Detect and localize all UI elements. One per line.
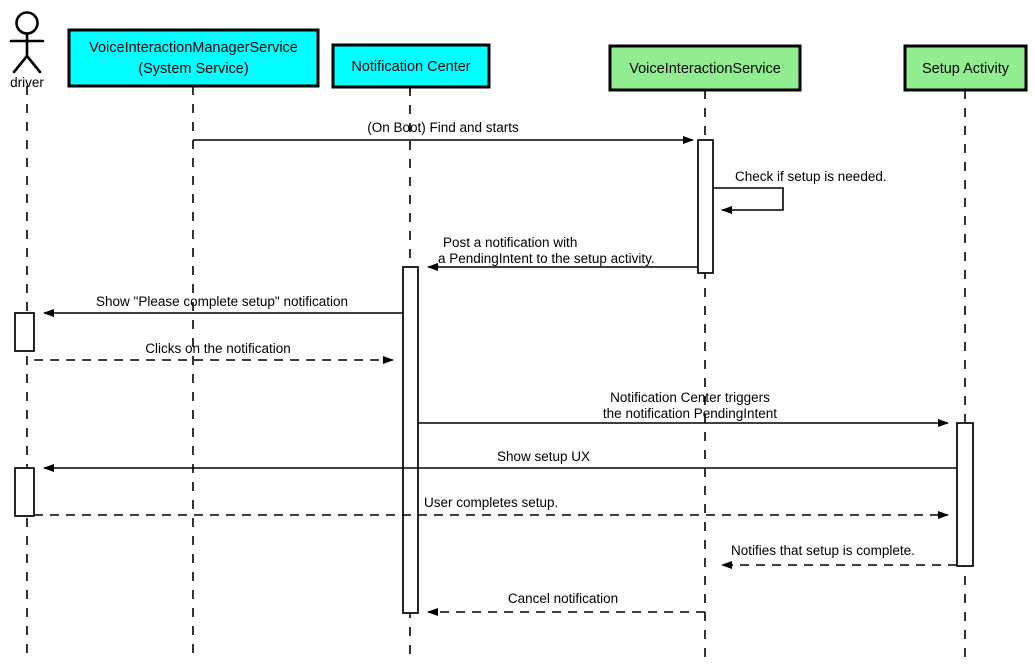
participant-vims-label-line2: (System Service) bbox=[138, 61, 248, 77]
activation-setup-activity bbox=[956, 422, 974, 567]
message-on-boot-find-and-starts[interactable]: (On Boot) Find and starts bbox=[193, 120, 694, 144]
message-post-a-notification-label-line1: Post a notification with bbox=[443, 235, 577, 250]
message-show-setup-ux[interactable]: Show setup UX bbox=[43, 449, 957, 472]
activation-notification-center bbox=[402, 266, 419, 614]
message-notification-center-triggers-label-line2: the notification PendingIntent bbox=[603, 406, 777, 421]
message-show-please-complete-setup-notification[interactable]: Show "Please complete setup" notificatio… bbox=[43, 294, 403, 317]
participant-voiceinteractionservice-box[interactable] bbox=[608, 44, 802, 92]
message-user-completes-setup[interactable]: User completes setup. bbox=[34, 495, 949, 519]
actor-leg-left-icon bbox=[12, 54, 29, 74]
participant-notification-center-label: Notification Center bbox=[351, 59, 470, 75]
activation-driver-2 bbox=[14, 467, 35, 517]
participant-notification-center-box[interactable] bbox=[331, 43, 491, 89]
message-notifies-that-setup-is-complete-label: Notifies that setup is complete. bbox=[731, 543, 915, 558]
participant-notification-center[interactable]: Notification Center bbox=[331, 43, 491, 89]
participant-voiceinteractionservice-label: VoiceInteractionService bbox=[629, 61, 781, 77]
message-check-if-setup-is-needed[interactable]: Check if setup is needed. bbox=[713, 169, 887, 214]
message-notification-center-triggers[interactable]: Notification Center triggers the notific… bbox=[418, 390, 949, 427]
participant-setup-activity-label: Setup Activity bbox=[922, 61, 1010, 77]
activation-driver-1 bbox=[14, 312, 35, 352]
activation-bars bbox=[14, 139, 974, 614]
participant-vims[interactable]: VoiceInteractionManagerService (System S… bbox=[67, 28, 320, 88]
message-show-setup-ux-label: Show setup UX bbox=[497, 449, 590, 464]
message-clicks-on-the-notification-label: Clicks on the notification bbox=[145, 341, 291, 356]
message-notification-center-triggers-label-line1: Notification Center triggers bbox=[610, 390, 770, 405]
actor-leg-right-icon bbox=[25, 54, 42, 74]
participant-vims-label-line1: VoiceInteractionManagerService bbox=[89, 40, 298, 56]
message-cancel-notification-label: Cancel notification bbox=[508, 591, 618, 606]
message-post-a-notification[interactable]: Post a notification with a PendingIntent… bbox=[427, 235, 698, 271]
activation-voiceinteractionservice bbox=[697, 139, 714, 274]
message-check-if-setup-is-needed-label: Check if setup is needed. bbox=[735, 169, 887, 184]
participant-vims-box[interactable] bbox=[67, 28, 320, 88]
message-cancel-notification[interactable]: Cancel notification bbox=[427, 591, 705, 616]
message-check-if-setup-is-needed-line bbox=[713, 187, 784, 214]
message-show-please-complete-setup-notification-label: Show "Please complete setup" notificatio… bbox=[96, 294, 348, 309]
message-clicks-on-the-notification[interactable]: Clicks on the notification bbox=[34, 341, 394, 364]
message-user-completes-setup-label: User completes setup. bbox=[424, 495, 558, 510]
participant-setup-activity[interactable]: Setup Activity bbox=[903, 44, 1028, 92]
message-post-a-notification-label-line2: a PendingIntent to the setup activity. bbox=[438, 251, 655, 266]
message-on-boot-find-and-starts-label: (On Boot) Find and starts bbox=[367, 120, 519, 135]
participant-voiceinteractionservice[interactable]: VoiceInteractionService bbox=[608, 44, 802, 92]
actor-driver-label: driver bbox=[10, 75, 44, 90]
participant-setup-activity-box[interactable] bbox=[903, 44, 1028, 92]
message-notifies-that-setup-is-complete[interactable]: Notifies that setup is complete. bbox=[721, 543, 957, 569]
actor-driver[interactable]: driver bbox=[9, 11, 44, 91]
actor-head-icon bbox=[15, 11, 39, 35]
